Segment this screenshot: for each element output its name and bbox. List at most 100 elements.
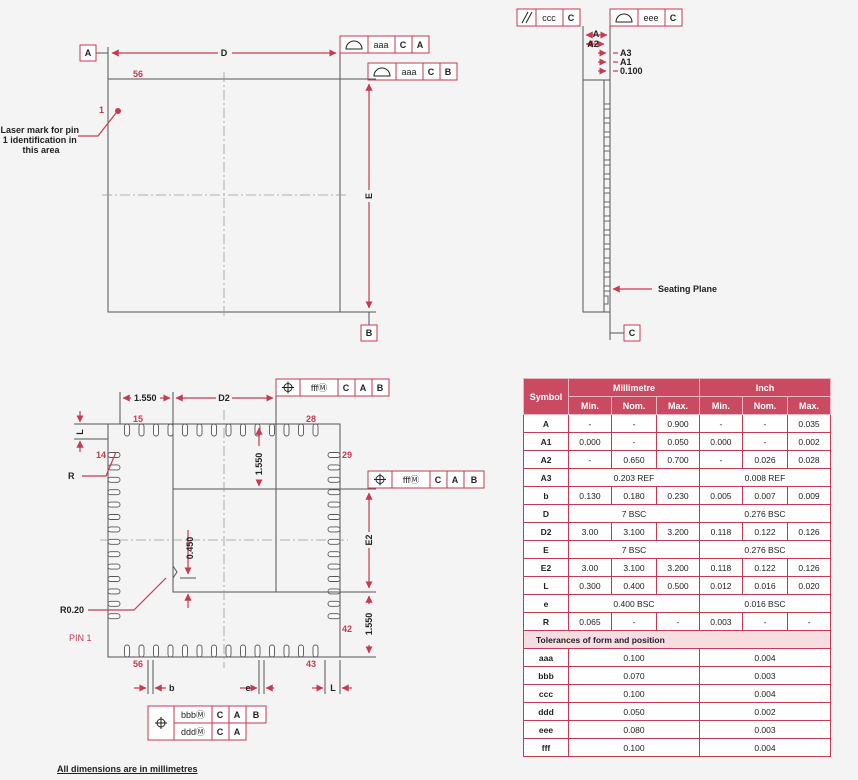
fcf-parallel-tol: ccc <box>542 13 556 23</box>
fcf-datum-c: C <box>343 383 350 393</box>
fcf-parallel: ccc C <box>516 8 581 27</box>
value-cell: 0.009 <box>787 486 831 505</box>
datum-b-label: B <box>366 328 373 338</box>
pad-right <box>327 538 341 545</box>
value-cell: 0.130 <box>568 486 612 505</box>
fcf-datum-a: A <box>417 40 424 50</box>
value-cell: - <box>656 612 700 631</box>
value-cell: 0.003 <box>698 612 743 631</box>
pad-bottom <box>269 644 275 658</box>
side-lead <box>603 215 611 222</box>
pin-15-label: 15 <box>133 414 143 424</box>
symbol-cell: aaa <box>523 648 569 667</box>
pin-43-label: 43 <box>306 659 316 669</box>
col-symbol: Symbol <box>523 378 569 415</box>
col-in-min: Min. <box>698 396 743 415</box>
side-lead <box>603 145 611 152</box>
value-cell: 0.005 <box>698 486 743 505</box>
pad-left <box>107 489 121 496</box>
units-footnote: All dimensions are in millimetres <box>57 764 198 774</box>
side-lead-end <box>603 295 609 305</box>
pad-top <box>283 423 290 437</box>
dim-d2-label: D2 <box>218 393 230 403</box>
fcf-position-bottom: bbbⓂ C A B dddⓂ C A <box>147 705 267 741</box>
pad-bottom <box>153 644 159 658</box>
col-millimetre: Millimetre <box>568 378 700 397</box>
value-cell: 0.080 <box>568 720 700 739</box>
value-cell: 0.008 REF <box>698 468 832 487</box>
pin-14-label: 14 <box>96 450 106 460</box>
pin-56-label: 56 <box>133 69 143 79</box>
fcf-datum-b: B <box>471 475 478 485</box>
pad-bottom <box>283 644 290 658</box>
pad-array <box>107 423 341 658</box>
seating-plane-label: Seating Plane <box>658 284 717 294</box>
value-cell: - <box>741 612 789 631</box>
value-cell: 0.400 BSC <box>568 594 700 613</box>
value-cell: 0.126 <box>787 558 831 577</box>
table-row: A--0.900--0.035 <box>523 414 831 433</box>
value-cell: 0.020 <box>787 576 831 595</box>
col-in-nom: Nom. <box>741 396 789 415</box>
symbol-cell: fff <box>523 738 569 757</box>
laser-mark-note: Laser mark for pin 1 identification in t… <box>0 125 81 155</box>
value-cell: 0.230 <box>656 486 700 505</box>
fcf-datum-c: C <box>435 475 442 485</box>
pad-left <box>107 551 121 558</box>
dim-e-label: E <box>364 193 374 199</box>
dim-1550-vert: 1.550 <box>254 453 264 476</box>
pad-bottom <box>298 644 304 658</box>
fcf-ddd-tol: dddⓂ <box>181 727 205 737</box>
pad-bottom <box>225 644 232 658</box>
pad-right <box>327 452 341 458</box>
value-cell: 0.276 BSC <box>698 504 832 523</box>
pad-top <box>138 423 145 437</box>
fcf-profile: eee C <box>609 8 683 27</box>
label-r: R <box>68 471 75 481</box>
pad-top <box>312 423 319 437</box>
fcf-datum-c: C <box>217 710 224 720</box>
value-cell: 0.002 <box>787 432 831 451</box>
value-cell: 0.203 REF <box>568 468 700 487</box>
value-cell: 0.050 <box>656 432 700 451</box>
pad-right <box>327 464 341 471</box>
col-in-max: Max. <box>787 396 831 415</box>
pad-top <box>269 423 275 437</box>
value-cell: - <box>610 432 658 451</box>
pad-left <box>107 538 121 545</box>
label-r020: R0.20 <box>60 605 84 615</box>
side-lead <box>603 229 611 236</box>
side-lead <box>603 187 611 194</box>
value-cell: 0.122 <box>741 522 789 541</box>
fcf-bbb-tol: bbbⓂ <box>181 710 205 720</box>
pin-28-label: 28 <box>306 414 316 424</box>
tolerance-section-title: Tolerances of form and position <box>523 630 831 649</box>
col-mm-nom: Nom. <box>610 396 658 415</box>
fcf-datum-c: C <box>217 727 224 737</box>
fcf-datum-c: C <box>568 13 575 23</box>
pad-right <box>327 476 341 483</box>
pad-left <box>107 600 121 607</box>
pad-right <box>327 526 341 533</box>
side-lead <box>603 201 611 208</box>
pin-56-bottom-label: 56 <box>133 659 143 669</box>
value-cell: 0.000 <box>568 432 612 451</box>
symbol-cell: D <box>523 504 569 523</box>
symbol-cell: b <box>523 486 569 505</box>
value-cell: 0.100 <box>568 648 700 667</box>
dim-l-bottom: L <box>330 683 336 693</box>
dim-a2-label: A2 <box>587 39 599 49</box>
fcf-position-right-tol: fffⓂ <box>403 475 419 485</box>
value-cell: 0.004 <box>698 738 832 757</box>
value-cell: 0.028 <box>787 450 831 469</box>
pad-top <box>240 423 246 437</box>
value-cell: 0.650 <box>610 450 658 469</box>
value-cell: 0.700 <box>656 450 700 469</box>
value-cell: 0.122 <box>741 558 789 577</box>
